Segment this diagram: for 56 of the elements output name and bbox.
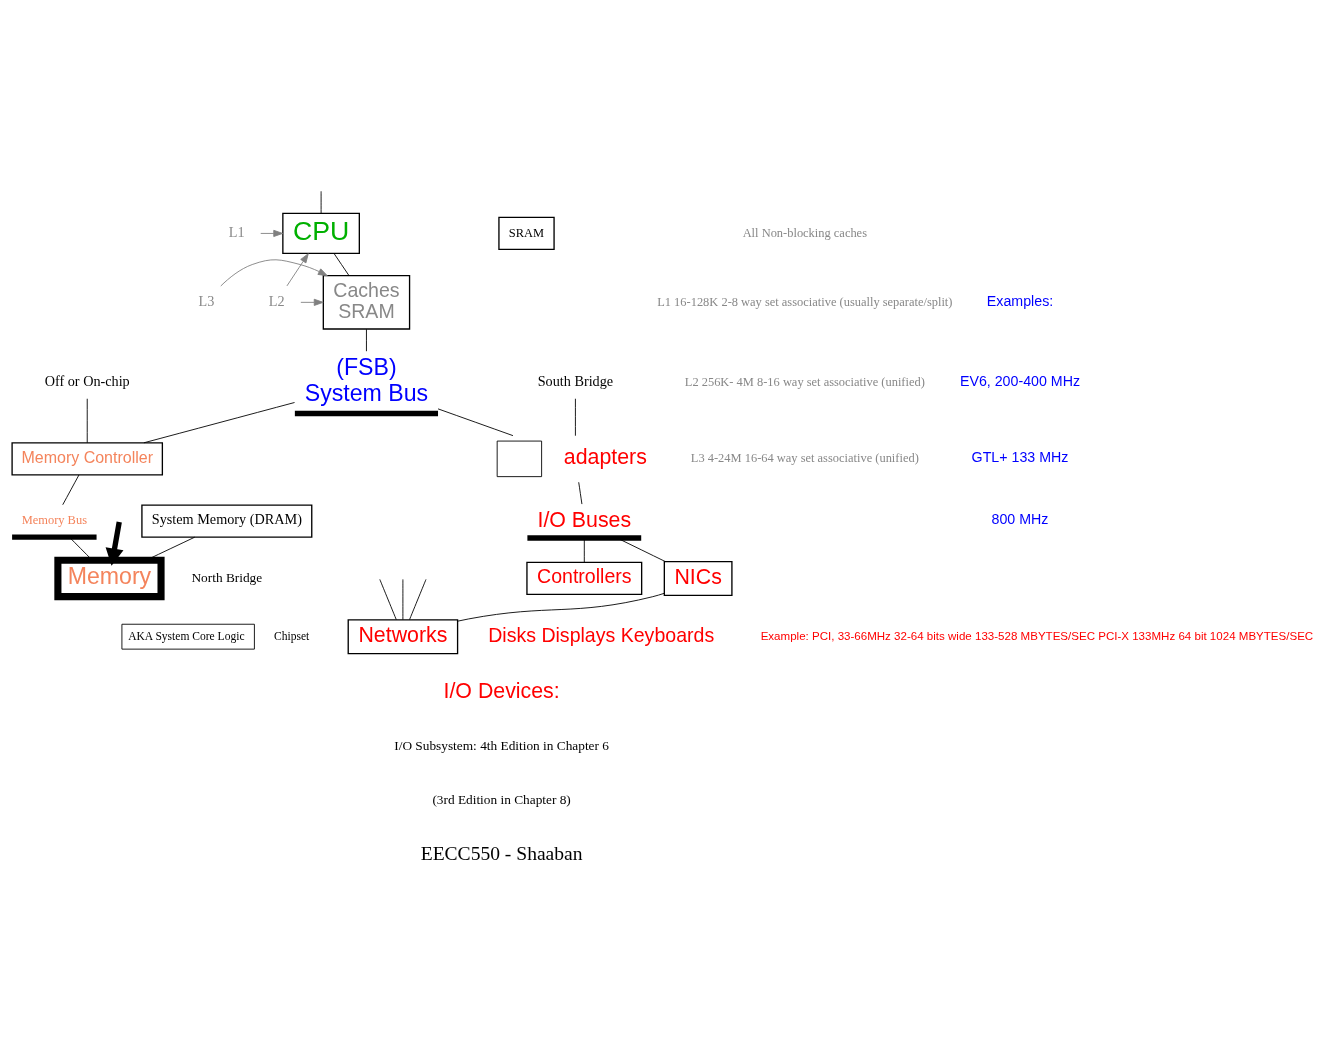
arrow bbox=[220, 258, 328, 286]
node-box: AKA System Core Logic bbox=[121, 623, 255, 650]
node-box: NICs bbox=[663, 560, 733, 596]
node-box: SRAM bbox=[498, 216, 555, 250]
node-text: L3 bbox=[198, 292, 215, 309]
arrow bbox=[260, 229, 284, 237]
connector bbox=[437, 407, 514, 436]
label: L3 4-24M 16-64 way set associative (unified) bbox=[690, 450, 919, 465]
connector bbox=[457, 592, 665, 622]
node-box: Networks bbox=[347, 618, 459, 654]
label: Disks Displays Keyboards bbox=[488, 623, 715, 646]
node-label: Chipset bbox=[273, 629, 310, 642]
node-text: L1 bbox=[228, 223, 245, 240]
node-box: Caches SRAM bbox=[322, 274, 411, 330]
connector bbox=[86, 397, 88, 443]
connector bbox=[333, 252, 350, 276]
node-text: (FSB) System Bus bbox=[304, 353, 429, 406]
label: 800 MHz bbox=[991, 510, 1049, 527]
label: Examples: bbox=[986, 292, 1054, 309]
label: (3rd Edition in Chapter 8) bbox=[432, 791, 571, 807]
label: EV6, 200-400 MHz bbox=[959, 372, 1081, 389]
arrow bbox=[286, 252, 309, 286]
node-text: I/O Buses bbox=[537, 507, 632, 532]
connector bbox=[68, 536, 93, 560]
node-box bbox=[496, 440, 543, 477]
label: L1 16-128K 2-8 way set associative (usually separate/split) bbox=[657, 294, 953, 309]
node-text: L2 bbox=[268, 292, 285, 309]
node-box: Memory Controller bbox=[11, 441, 164, 476]
connector bbox=[583, 537, 585, 563]
label: I/O Devices: bbox=[443, 678, 560, 703]
connector bbox=[366, 328, 367, 352]
connector bbox=[578, 481, 583, 505]
label: North Bridge bbox=[191, 569, 263, 585]
label: All Non-blocking caches bbox=[742, 225, 867, 240]
connector bbox=[62, 474, 80, 505]
node-box: System Memory (DRAM) bbox=[141, 503, 313, 538]
arrow bbox=[105, 521, 124, 566]
node-box: Controllers bbox=[526, 561, 643, 595]
label: EECC550 - Shaaban bbox=[420, 842, 583, 864]
connector bbox=[574, 397, 576, 436]
label: Example: PCI, 33-66MHz 32-64 bits wide 133-528 MBYTES/SEC PCI-X 133MHz 64 bit 1024 MBYTES/SEC bbox=[760, 629, 1314, 642]
node-text: Memory Bus bbox=[21, 512, 87, 527]
connector bbox=[143, 401, 295, 443]
node-box: Memory bbox=[54, 556, 165, 600]
connector bbox=[409, 578, 427, 620]
connector bbox=[320, 190, 322, 214]
node-box: CPU bbox=[282, 212, 360, 254]
label: L2 256K- 4M 8-16 way set associative (unified) bbox=[684, 374, 925, 389]
node-text: South Bridge bbox=[537, 372, 614, 389]
arrow bbox=[300, 298, 324, 306]
label: GTL+ 133 MHz bbox=[971, 448, 1069, 465]
connector bbox=[402, 578, 404, 620]
node-label: adapters bbox=[563, 444, 647, 469]
label: I/O Subsystem: 4th Edition in Chapter 6 bbox=[394, 737, 609, 753]
node-text: Off or On-chip bbox=[44, 372, 130, 389]
connector bbox=[379, 578, 397, 620]
